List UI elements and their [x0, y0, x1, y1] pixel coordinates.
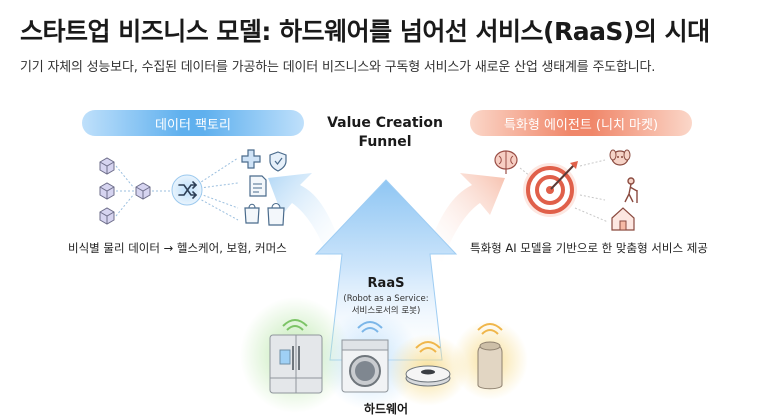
funnel-label-text: Value Creation Funnel	[327, 115, 443, 150]
specialized-agent-caption: 특화형 AI 모델을 기반으로 한 맞춤형 서비스 제공	[470, 241, 708, 255]
specialized-agent-pill: 특화형 에이전트 (니치 마켓)	[470, 110, 692, 136]
data-factory-caption: 비식별 물리 데이터 → 헬스케어, 보험, 커머스	[68, 241, 287, 255]
wifi-signal-icon	[415, 341, 441, 353]
page-subtitle: 기기 자체의 성능보다, 수집된 데이터를 가공하는 데이터 비즈니스와 구독형…	[20, 60, 656, 75]
shopping-bag-icon	[267, 203, 285, 226]
page-title: 스타트업 비즈니스 모델: 하드웨어를 넘어선 서비스(RaaS)의 시대	[20, 17, 710, 46]
dog-icon	[609, 149, 631, 166]
brain-icon	[494, 150, 518, 174]
arrow-to-specialized-agent	[425, 173, 505, 262]
hardware-label: 하드웨어	[363, 402, 409, 416]
elderly-icon	[624, 177, 638, 203]
arrow-to-data-factory	[268, 173, 345, 262]
shield-icon	[269, 151, 287, 172]
value-creation-funnel-label: Value Creation Funnel	[300, 114, 470, 152]
wifi-signal-icon	[477, 323, 503, 335]
washing-machine-icon	[341, 339, 389, 393]
smart-speaker-icon	[477, 341, 503, 390]
medical-cross-icon	[241, 149, 261, 169]
target-icon	[523, 161, 578, 217]
refrigerator-icon	[269, 334, 323, 394]
wifi-signal-icon	[282, 319, 308, 331]
wifi-signal-icon	[357, 321, 383, 333]
raas-title: RaaS	[367, 276, 405, 291]
house-icon	[611, 207, 635, 231]
document-icon	[249, 175, 267, 197]
robot-vacuum-icon	[405, 365, 451, 387]
raas-subtitle: (Robot as a Service: 서비스로서의 로봇)	[343, 294, 429, 316]
data-cube-icon	[99, 157, 151, 225]
data-factory-pill: 데이터 팩토리	[82, 110, 304, 136]
shopping-bag-icon	[244, 203, 260, 224]
shuffle-icon	[178, 181, 198, 199]
